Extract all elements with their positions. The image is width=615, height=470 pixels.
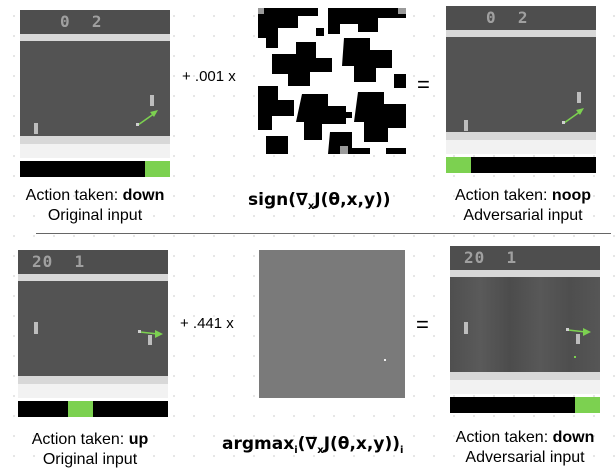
row1-adversarial-action-bar — [446, 157, 596, 173]
right-paddle — [577, 92, 581, 103]
caption-action: down — [122, 187, 165, 204]
formula-tail: J(θ,x,y)) — [323, 434, 400, 454]
row-divider — [36, 233, 611, 234]
floor — [446, 140, 596, 154]
top-wall — [20, 34, 170, 41]
bottom-wall — [20, 136, 170, 144]
row2-equals: = — [416, 312, 429, 337]
formula-head: sign(∇ — [248, 190, 308, 210]
row2-perturbation-gradient — [259, 250, 405, 398]
caption-sub: Original input — [47, 207, 143, 224]
formula-tail: J(θ,x,y)) — [314, 190, 391, 210]
score-text: 0 2 — [60, 12, 103, 31]
play-field — [18, 281, 168, 376]
left-paddle — [34, 123, 38, 134]
ball-artifact — [574, 356, 576, 358]
floor — [450, 380, 600, 394]
ball-motion-arrow-icon — [562, 108, 584, 124]
formula-mid: (∇ — [297, 434, 318, 454]
formula-head: argmax — [222, 434, 295, 454]
top-wall — [18, 274, 168, 281]
score-bar — [20, 10, 170, 30]
play-field — [446, 37, 596, 132]
row1-perturbation-noise — [258, 8, 406, 154]
caption-prefix: Action taken: — [454, 187, 548, 204]
caption-action: up — [128, 431, 149, 448]
formula-sub: i — [294, 445, 298, 456]
ball-motion-arrow-icon — [136, 110, 158, 126]
row2-original-caption: Action taken: up Original input — [0, 430, 180, 470]
bottom-wall — [18, 376, 168, 384]
action-highlight — [68, 401, 93, 417]
score-bar — [446, 6, 596, 26]
top-wall — [450, 270, 600, 277]
score-text: 20 1 — [32, 252, 86, 271]
caption-action: down — [552, 429, 595, 446]
row1-original-caption: Action taken: down Original input — [2, 186, 188, 226]
row2-original-action-bar — [18, 401, 168, 417]
left-paddle — [34, 322, 38, 334]
floor — [20, 144, 170, 158]
left-paddle — [464, 322, 468, 334]
left-paddle — [464, 120, 468, 131]
right-paddle — [576, 334, 580, 344]
formula-sub2: x — [317, 445, 324, 456]
score-text: 0 2 — [486, 8, 529, 27]
row1-multiplier: + .001 x — [182, 68, 236, 85]
score-bar — [450, 246, 600, 266]
row2-original-frame: 20 1 — [18, 250, 168, 398]
caption-action: noop — [551, 187, 592, 204]
caption-prefix: Action taken: — [31, 431, 125, 448]
row2-adversarial-action-bar — [450, 397, 600, 413]
score-text: 20 1 — [464, 248, 518, 267]
row2-formula: argmaxi(∇xJ(θ,x,y))i — [222, 434, 403, 456]
action-highlight — [575, 397, 600, 413]
bottom-wall — [446, 132, 596, 140]
caption-sub: Original input — [42, 451, 138, 468]
gradient-hotspot — [384, 359, 386, 361]
bottom-wall — [450, 372, 600, 380]
top-wall — [446, 30, 596, 37]
ball-motion-arrow-icon — [566, 328, 591, 336]
right-paddle — [148, 335, 152, 345]
right-paddle — [150, 95, 154, 106]
row1-formula: sign(∇xJ(θ,x,y)) — [248, 190, 391, 212]
row1-adversarial-frame: 0 2 — [446, 6, 596, 154]
formula-sub: x — [307, 201, 315, 212]
caption-sub: Adversarial input — [463, 207, 583, 224]
caption-prefix: Action taken: — [25, 187, 119, 204]
action-highlight — [145, 161, 170, 177]
row2-adversarial-caption: Action taken: down Adversarial input — [436, 428, 614, 468]
floor — [18, 384, 168, 398]
ball-motion-arrow-icon — [138, 330, 163, 338]
row1-original-frame: 0 2 — [20, 10, 170, 158]
formula-sub3: i — [399, 445, 404, 456]
action-highlight — [446, 157, 471, 173]
row1-original-action-bar — [20, 161, 170, 177]
row1-adversarial-caption: Action taken: noop Adversarial input — [432, 186, 614, 226]
row1-equals: = — [417, 72, 430, 97]
caption-prefix: Action taken: — [455, 429, 549, 446]
caption-sub: Adversarial input — [465, 449, 585, 466]
row2-multiplier: + .441 x — [180, 315, 234, 332]
row2-adversarial-frame: 20 1 — [450, 246, 600, 394]
noise-pattern — [258, 8, 406, 154]
score-bar — [18, 250, 168, 270]
